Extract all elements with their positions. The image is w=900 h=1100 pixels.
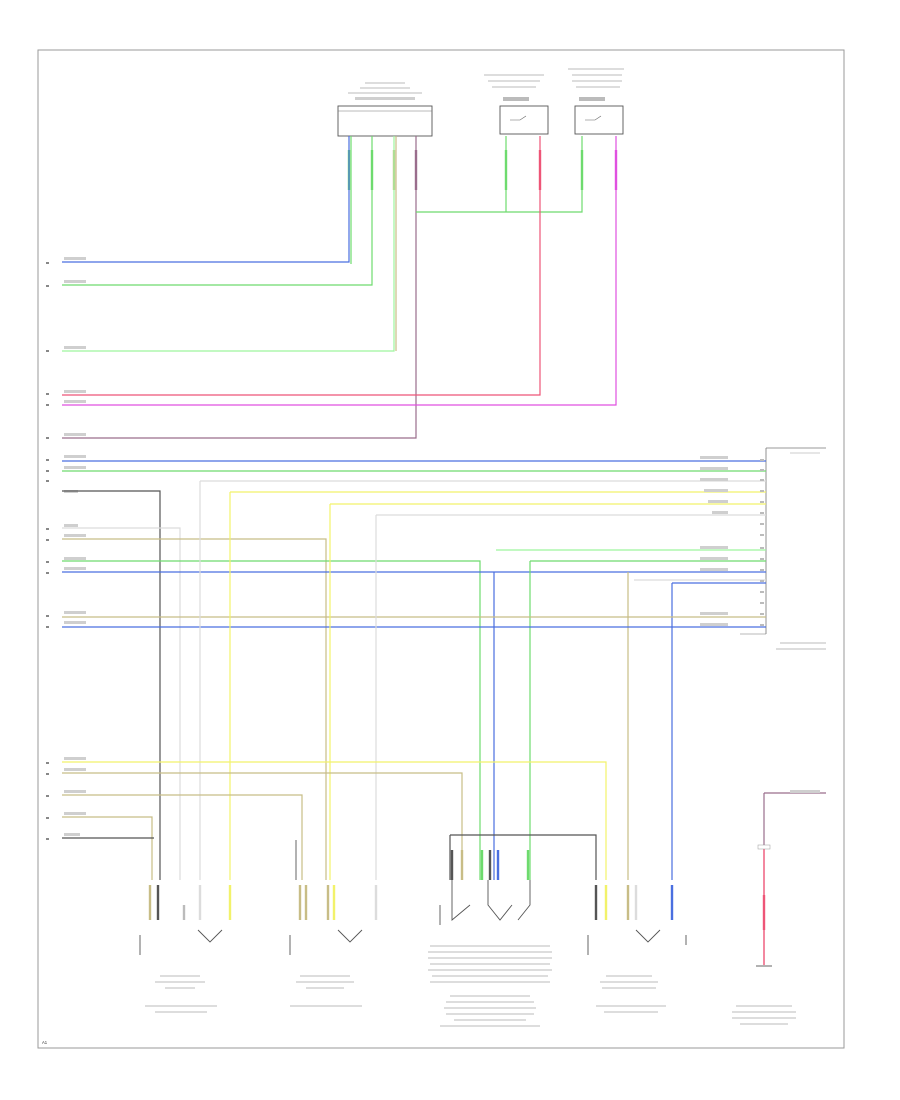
page-code: A1 xyxy=(42,1040,48,1045)
module-wires xyxy=(62,460,766,880)
bottom-sensor-2 xyxy=(289,840,378,1007)
bottom-sensor-3 xyxy=(428,850,552,1027)
left-reference-marks xyxy=(46,262,49,840)
bottom-sensor-4 xyxy=(587,885,687,1013)
bottom-sensor-5 xyxy=(732,790,826,1025)
bottom-sensor-1 xyxy=(139,885,232,1013)
top-sensor-right xyxy=(568,68,624,135)
right-control-module xyxy=(740,447,826,650)
module-pin-numbers xyxy=(760,459,764,626)
top-module-left xyxy=(337,82,433,137)
top-connector-pins xyxy=(347,150,618,190)
diagram-border xyxy=(37,49,845,1049)
top-sensor-middle xyxy=(484,74,549,135)
left-wire-tags xyxy=(64,257,86,836)
lower-wires xyxy=(62,761,607,880)
top-wires xyxy=(62,136,617,439)
module-pin-tags xyxy=(700,456,728,626)
